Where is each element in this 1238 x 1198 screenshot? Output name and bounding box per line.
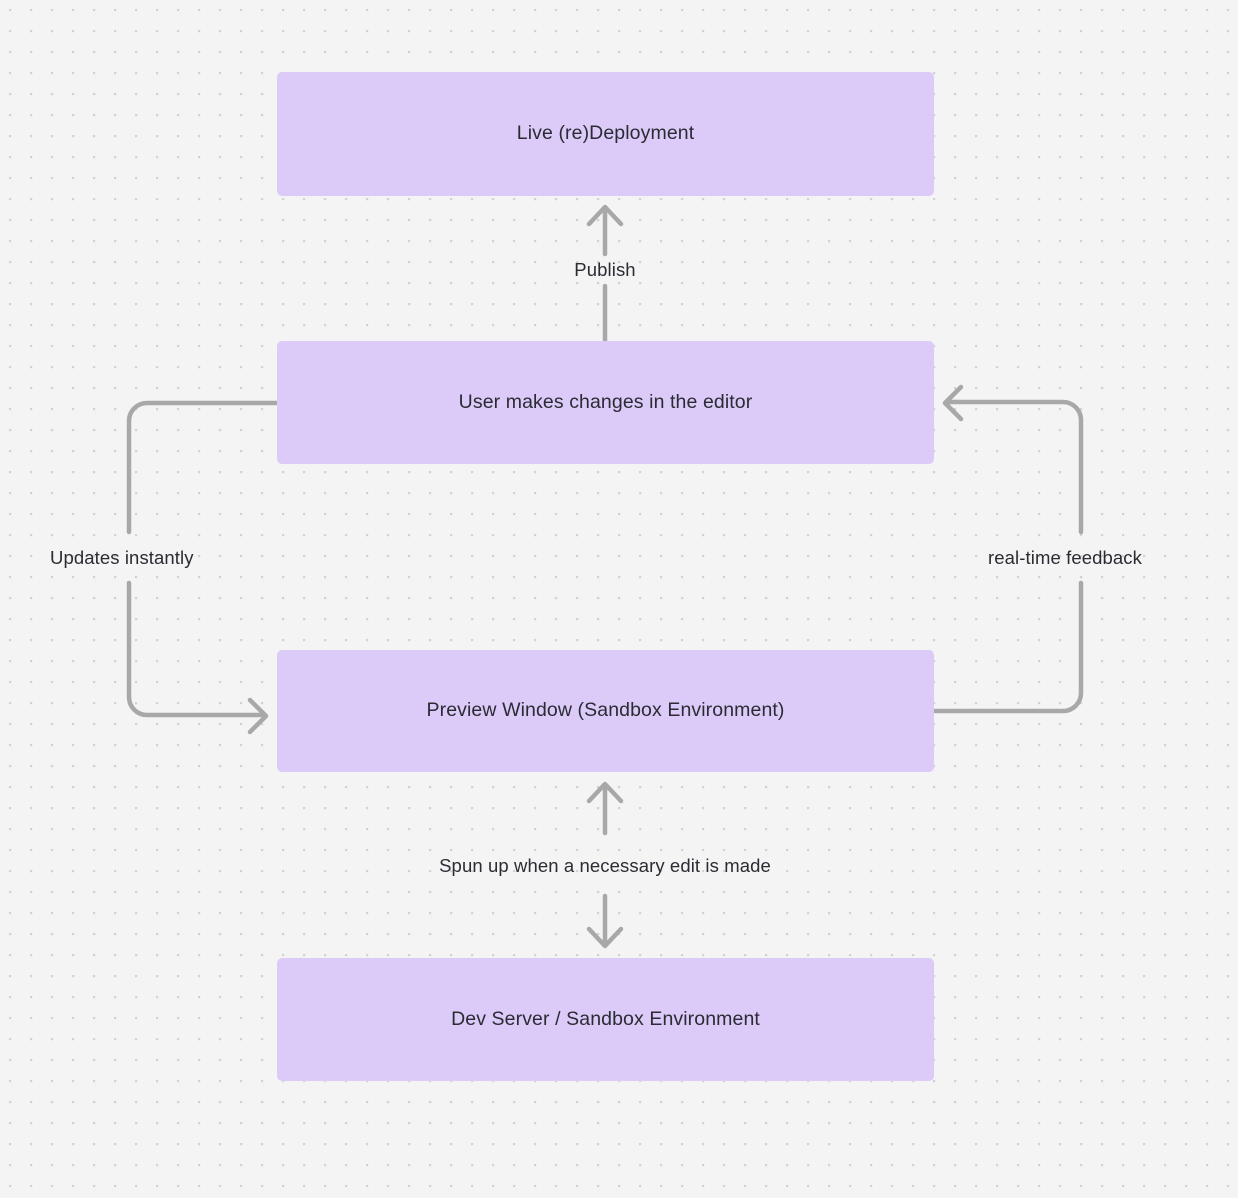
edge-label-real-time-feedback: real-time feedback [988, 546, 1142, 568]
edge-label-publish: Publish [574, 258, 636, 280]
node-label-user-edits: User makes changes in the editor [458, 390, 753, 413]
edge-label-spun-up: Spun up when a necessary edit is made [439, 854, 771, 876]
node-label-live-deployment: Live (re)Deployment [516, 122, 695, 145]
edge-label-updates-instantly: Updates instantly [50, 546, 194, 568]
node-label-preview-window: Preview Window (Sandbox Environment) [426, 699, 785, 722]
node-dev-server[interactable]: Dev Server / Sandbox Environment [277, 958, 934, 1081]
node-label-dev-server: Dev Server / Sandbox Environment [451, 1007, 760, 1030]
node-preview-window[interactable]: Preview Window (Sandbox Environment) [277, 650, 934, 772]
node-live-deployment[interactable]: Live (re)Deployment [277, 72, 934, 196]
node-user-edits[interactable]: User makes changes in the editor [277, 341, 934, 464]
